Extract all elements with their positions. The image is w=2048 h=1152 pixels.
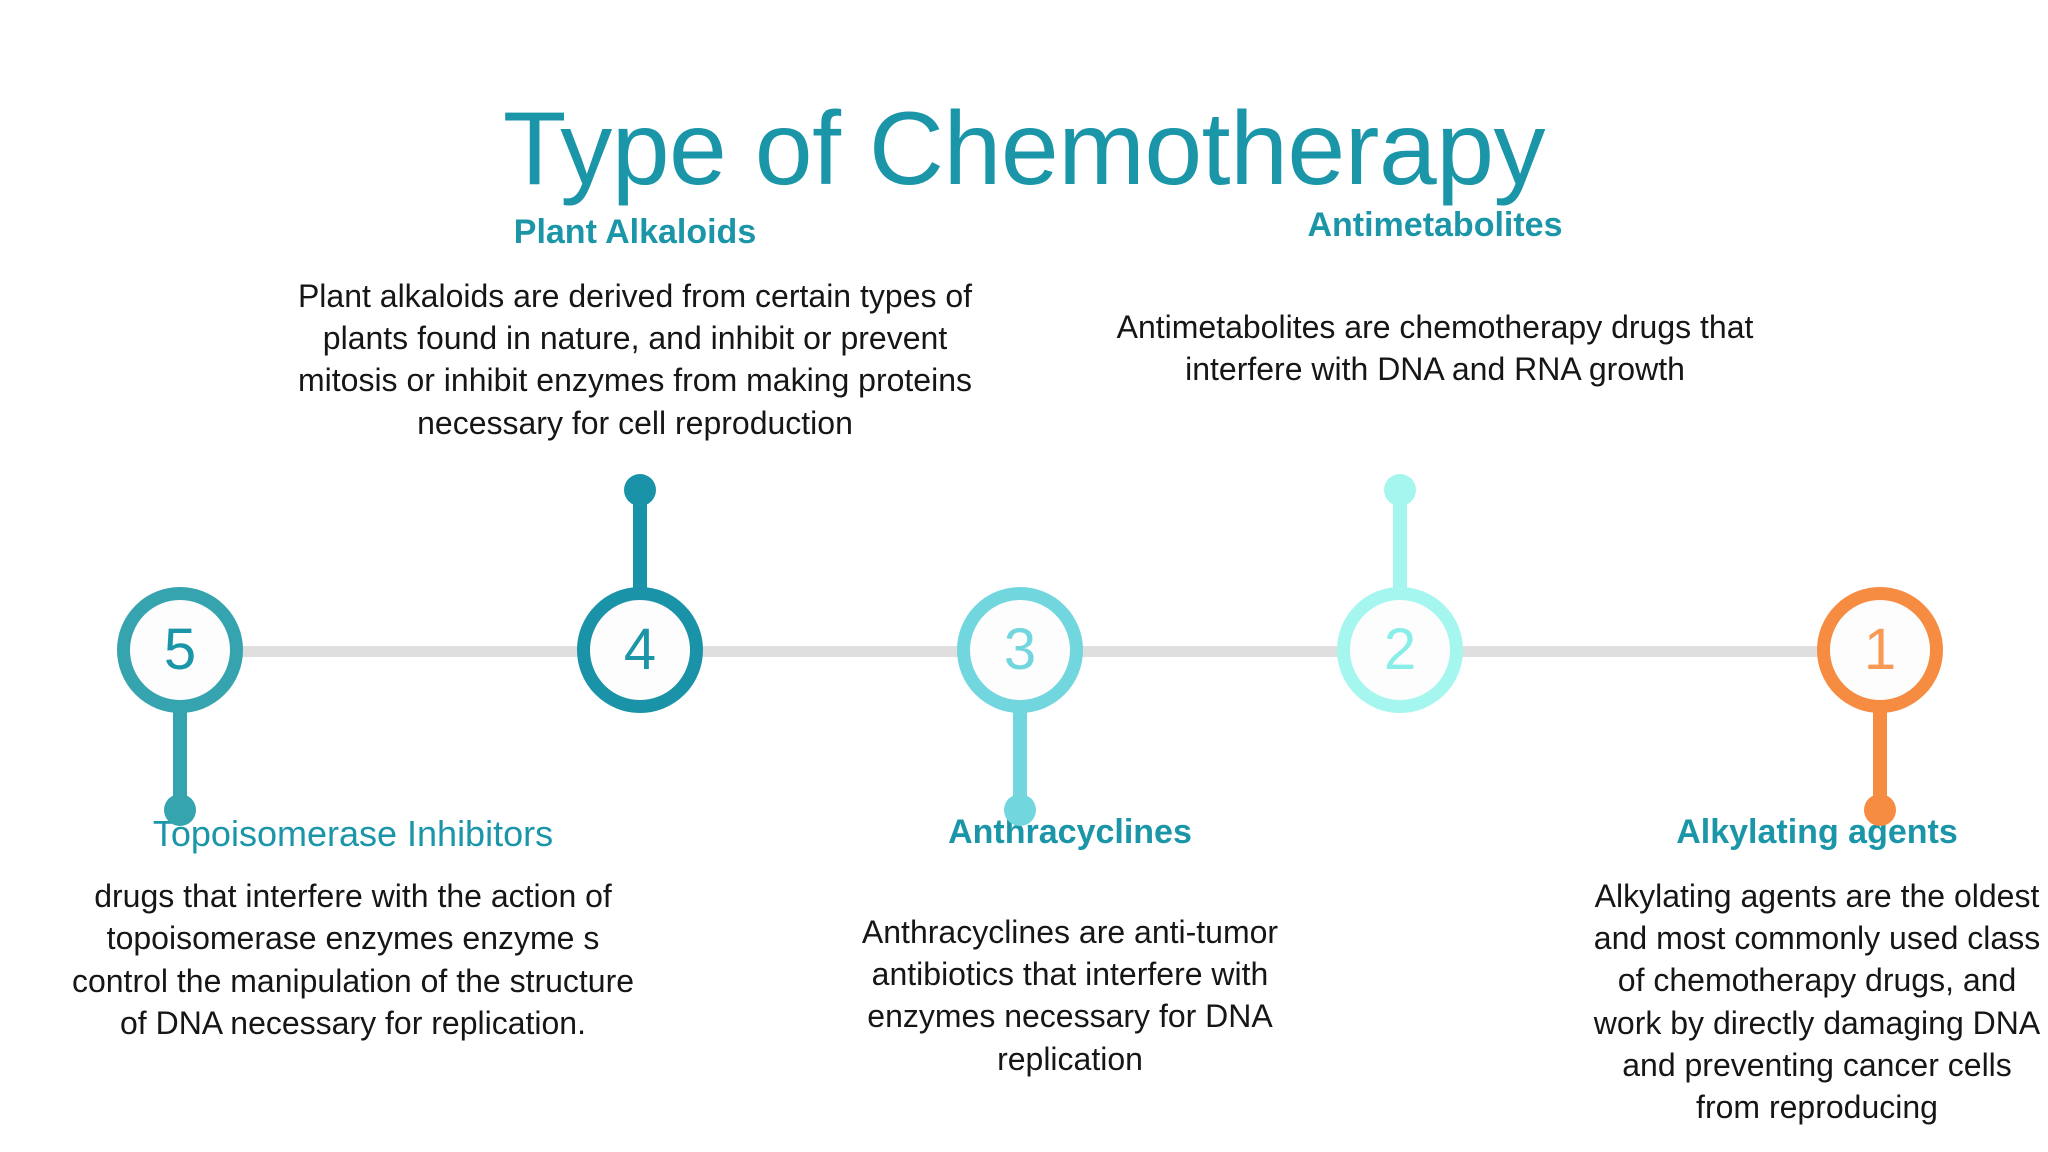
antimetabolites-body: Antimetabolites are chemotherapy drugs t… <box>1116 308 1754 388</box>
node-1-stem <box>1864 700 1896 826</box>
node-2-number: 2 <box>1383 617 1417 682</box>
node-1-ring[interactable]: 1 <box>1817 587 1943 713</box>
node-1-stem-bar <box>1873 700 1887 810</box>
node-4-number: 4 <box>623 617 657 682</box>
node-1-stem-dot <box>1864 794 1896 826</box>
section-anthracyclines: Anthracyclines Anthracyclines are anti-t… <box>830 812 1310 1080</box>
node-5-stem-dot <box>164 794 196 826</box>
node-4-stem <box>624 474 656 600</box>
node-3-number: 3 <box>1003 617 1037 682</box>
node-4-stem-dot <box>624 474 656 506</box>
node-2-stem-dot <box>1384 474 1416 506</box>
section-plant-alkaloids: Plant Alkaloids Plant alkaloids are deri… <box>290 212 980 444</box>
node-2-stem <box>1384 474 1416 600</box>
node-3-ring[interactable]: 3 <box>957 587 1083 713</box>
page-title: Type of Chemotherapy <box>502 90 1546 207</box>
node-5-ring[interactable]: 5 <box>117 587 243 713</box>
node-2-ring[interactable]: 2 <box>1337 587 1463 713</box>
antimetabolites-heading: Antimetabolites <box>1307 206 1563 244</box>
node-3-stem-bar <box>1013 700 1027 810</box>
anthracyclines-heading: Anthracyclines <box>948 813 1192 851</box>
node-5-stem <box>164 700 196 826</box>
node-1-number: 1 <box>1863 617 1897 682</box>
section-alkylating-agents: Alkylating agents Alkylating agents are … <box>1592 812 2042 1128</box>
alkylating-agents-heading: Alkylating agents <box>1676 813 1958 851</box>
node-4-ring[interactable]: 4 <box>577 587 703 713</box>
node-4-stem-bar <box>633 490 647 600</box>
plant-alkaloids-heading: Plant Alkaloids <box>513 213 757 251</box>
node-5-stem-bar <box>173 700 187 810</box>
topoisomerase-inhibitors-body: drugs that interfere with the action of … <box>71 878 635 1041</box>
node-2-stem-bar <box>1393 490 1407 600</box>
section-antimetabolites: Antimetabolites Antimetabolites are chem… <box>1085 205 1785 390</box>
section-topoisomerase-inhibitors: Topoisomerase Inhibitors drugs that inte… <box>68 812 638 1044</box>
node-3-stem <box>1004 700 1036 826</box>
alkylating-agents-body: Alkylating agents are the oldest and mos… <box>1593 877 2041 1125</box>
node-3-stem-dot <box>1004 794 1036 826</box>
node-5-number: 5 <box>163 617 197 682</box>
anthracyclines-body: Anthracyclines are anti-tumor antibiotic… <box>861 913 1279 1077</box>
plant-alkaloids-body: Plant alkaloids are derived from certain… <box>297 277 973 441</box>
topoisomerase-inhibitors-heading: Topoisomerase Inhibitors <box>152 813 554 854</box>
